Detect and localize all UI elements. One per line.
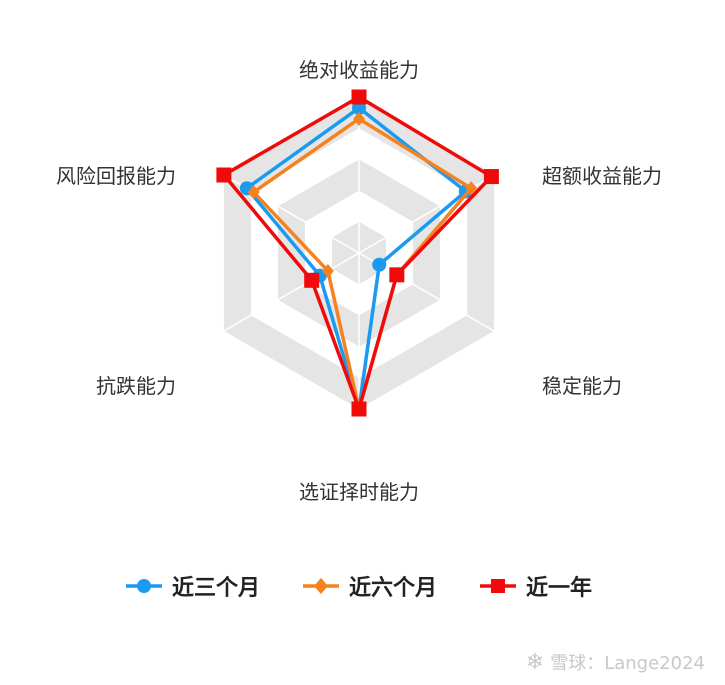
data-point-square — [351, 89, 367, 105]
axis-label-2: 超额收益能力 — [542, 164, 662, 188]
data-point-square — [389, 267, 405, 283]
snowball-icon: ❄ — [525, 649, 545, 675]
data-point-diamond — [321, 263, 334, 278]
data-point-square — [216, 167, 232, 183]
watermark: ❄ 雪球：Lange2024 — [526, 649, 705, 675]
data-point-square — [304, 272, 320, 288]
axis-label-5: 抗跌能力 — [96, 374, 176, 398]
legend-item-3[interactable]: 近一年 — [478, 568, 592, 604]
legend-item-2[interactable]: 近六个月 — [301, 568, 437, 604]
axis-label-6: 风险回报能力 — [56, 164, 176, 188]
legend-label: 近三个月 — [172, 576, 261, 601]
legend-square-marker-icon — [480, 579, 516, 593]
legend-label: 近一年 — [526, 576, 593, 601]
legend: 近三个月 近六个月 近一年 — [0, 568, 725, 604]
radar-chart — [216, 89, 499, 417]
radar-spoke — [223, 252, 360, 332]
legend-label: 近六个月 — [349, 576, 438, 601]
axis-label-1: 绝对收益能力 — [299, 58, 419, 82]
watermark-text: 雪球：Lange2024 — [550, 653, 705, 674]
axis-label-4: 选证择时能力 — [299, 480, 419, 504]
axis-label-3: 稳定能力 — [542, 374, 622, 398]
legend-circle-marker-icon — [126, 579, 162, 593]
data-point-circle — [372, 257, 387, 272]
data-point-square — [483, 169, 499, 185]
data-point-diamond — [247, 185, 260, 200]
radar-series — [216, 89, 499, 417]
data-point-diamond — [465, 181, 478, 196]
legend-diamond-marker-icon — [303, 578, 339, 594]
legend-item-1[interactable]: 近三个月 — [124, 568, 260, 604]
data-point-diamond — [353, 111, 365, 126]
series-3 — [216, 89, 499, 417]
data-point-square — [351, 401, 367, 417]
